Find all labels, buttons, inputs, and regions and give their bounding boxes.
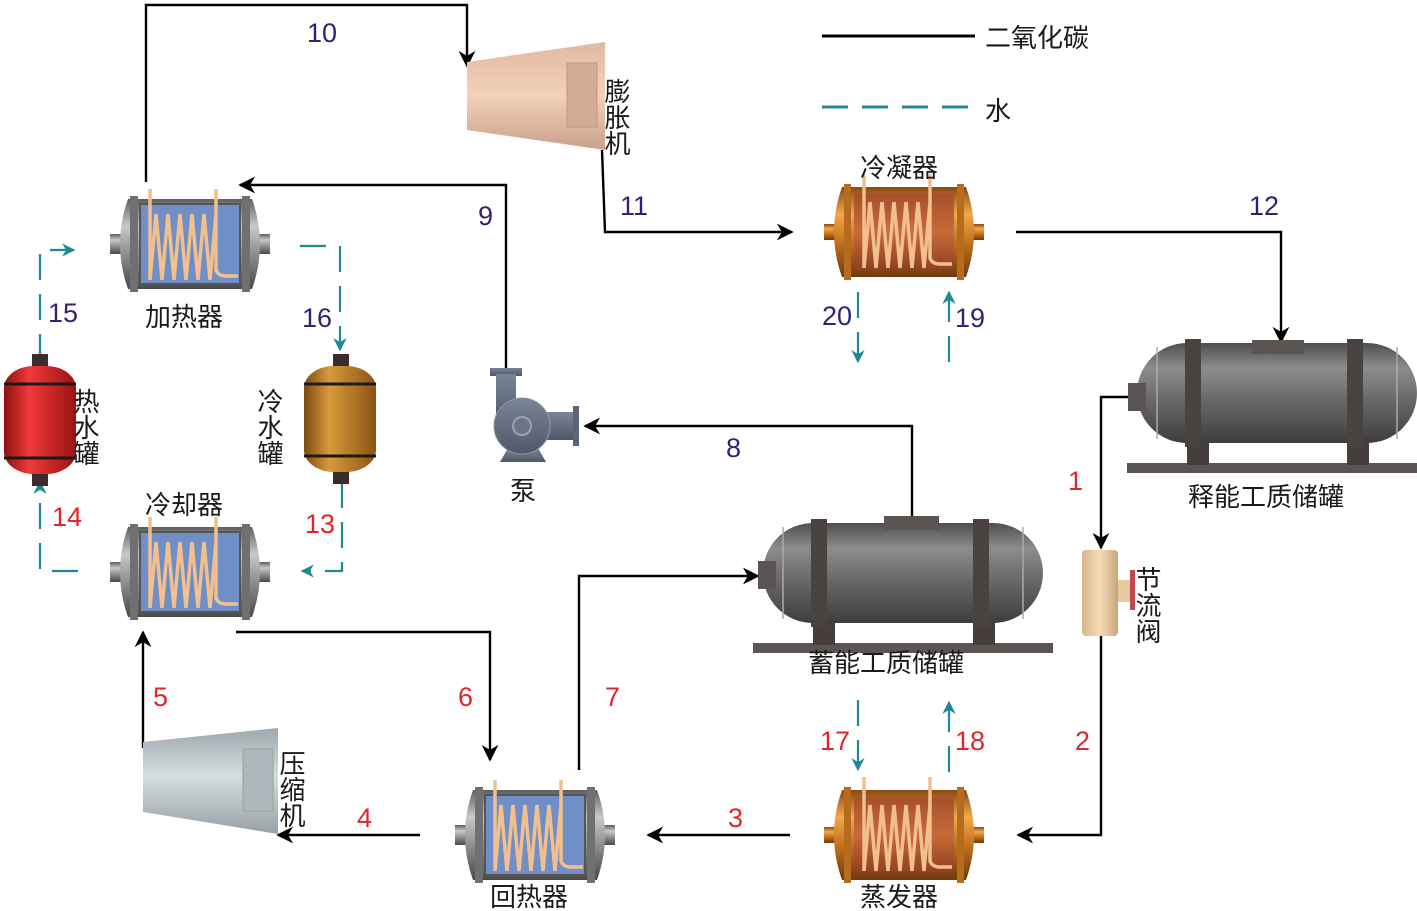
state-point-9: 9 <box>478 201 493 231</box>
throttle-valve <box>1082 550 1135 636</box>
hot-water-tank <box>4 354 76 486</box>
pipe-8 <box>583 417 914 518</box>
pipe-14 <box>33 480 78 573</box>
state-point-15: 15 <box>48 298 78 328</box>
charge-storage-tank-label: 蓄能工质储罐 <box>808 649 964 679</box>
state-point-16: 16 <box>302 303 332 333</box>
state-point-5: 5 <box>153 682 168 712</box>
legend-water-label: 水 <box>985 97 1011 127</box>
pipe-6 <box>236 630 499 762</box>
release-storage-tank-label: 释能工质储罐 <box>1188 483 1344 513</box>
pipe-13 <box>300 482 344 578</box>
state-point-14: 14 <box>52 502 82 532</box>
legend-co2-label: 二氧化碳 <box>985 24 1089 54</box>
pipe-1 <box>1092 395 1128 550</box>
release-tank-side-nozzle <box>1128 383 1146 411</box>
co2-pipes <box>134 3 1290 844</box>
water-pipes <box>33 243 956 772</box>
cooler <box>108 515 272 622</box>
heater <box>108 187 272 294</box>
heater-label: 加热器 <box>145 303 223 333</box>
state-point-6: 6 <box>458 682 473 712</box>
charge-storage-tank <box>752 518 1054 654</box>
state-point-1: 1 <box>1068 466 1083 496</box>
state-points: 10 11 12 9 15 16 20 19 8 1 14 13 5 6 7 1… <box>48 18 1279 833</box>
state-point-3: 3 <box>728 803 743 833</box>
throttle-valve-label: 节流阀 <box>1131 566 1161 644</box>
regenerator-label: 回热器 <box>490 883 568 911</box>
pipe-16 <box>300 244 347 352</box>
condenser <box>822 172 986 282</box>
pipe-9 <box>238 176 508 370</box>
condenser-label: 冷凝器 <box>860 154 938 184</box>
state-point-17: 17 <box>820 726 850 756</box>
legend: 二氧化碳 水 <box>822 24 1089 127</box>
state-point-18: 18 <box>955 726 985 756</box>
pipe-2 <box>1016 634 1103 844</box>
release-tank-top-nozzle <box>1252 340 1304 354</box>
pipe-11 <box>600 149 794 241</box>
pump-label: 泵 <box>510 477 536 507</box>
cold-water-tank <box>304 354 376 484</box>
state-point-11: 11 <box>620 191 648 221</box>
release-storage-tank <box>1126 338 1417 474</box>
cooler-label: 冷却器 <box>145 491 223 521</box>
pipe-10 <box>144 3 476 182</box>
state-point-2: 2 <box>1075 726 1090 756</box>
hot-water-tank-label: 热水罐 <box>69 388 99 466</box>
evaporator-label: 蒸发器 <box>860 883 938 911</box>
state-point-8: 8 <box>726 433 741 463</box>
charge-tank-side-nozzle <box>758 561 776 589</box>
regenerator <box>453 778 617 885</box>
pipe-7 <box>577 567 760 770</box>
state-point-19: 19 <box>955 303 985 333</box>
state-point-7: 7 <box>605 682 620 712</box>
state-point-13: 13 <box>305 509 335 539</box>
state-point-12: 12 <box>1249 191 1279 221</box>
state-point-4: 4 <box>357 803 372 833</box>
state-point-20: 20 <box>822 301 852 331</box>
state-point-10: 10 <box>307 18 337 48</box>
cold-water-tank-label: 冷水罐 <box>253 388 283 466</box>
pump <box>490 368 579 462</box>
compressor <box>143 728 278 834</box>
evaporator <box>822 775 986 885</box>
compressor-label: 压缩机 <box>275 750 305 828</box>
expander-label: 膨胀机 <box>600 78 630 156</box>
pipe-12 <box>1016 230 1290 344</box>
pipe-15 <box>38 243 76 360</box>
charge-tank-top-nozzle <box>884 516 939 530</box>
expander <box>467 42 605 150</box>
